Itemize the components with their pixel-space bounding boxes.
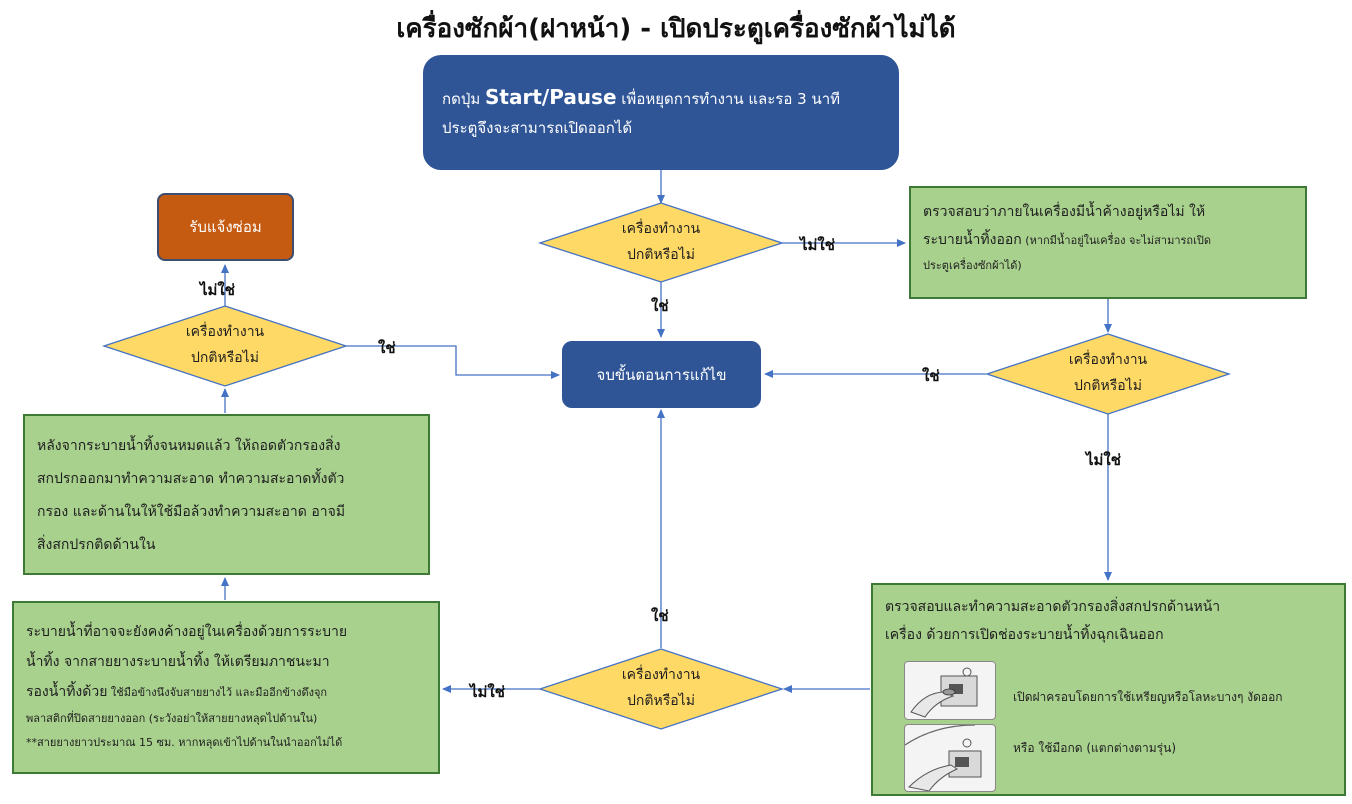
- decision-1-line1: เครื่องทำงาน: [621, 221, 701, 237]
- after-drain-line3: กรอง และด้านในให้ใช้มือล้วงทำความสะอาด อ…: [37, 504, 346, 520]
- decision-1-shape: [537, 202, 785, 283]
- decision-2: เครื่องทำงาน ปกติหรือไม่: [1023, 347, 1193, 399]
- clean-filter-caption-1: เปิดฝาครอบโดยการใช้เหรียญหรือโลหะบางๆ งั…: [1013, 690, 1283, 704]
- clean-filter-caption-2: หรือ ใช้มือกด (แตกต่างตามรุ่น): [1013, 741, 1177, 755]
- clean-filter-line2: เครื่อง ด้วยการเปิดช่องระบายน้ำทิ้งฉุกเฉ…: [885, 627, 1164, 643]
- drain-hose-line3b: ใช้มือข้างนึงจับสายยางไว้ และมืออีกข้างด…: [107, 686, 328, 699]
- after-drain-line1: หลังจากระบายน้ำทิ้งจนหมดแล้ว ให้ถอดตัวกร…: [37, 438, 341, 454]
- decision-1: เครื่องทำงาน ปกติหรือไม่: [576, 216, 746, 268]
- decision-1-line2: ปกติหรือไม่: [627, 247, 695, 263]
- label-yes-decision1: ใช่: [651, 297, 669, 315]
- check-water-box: ตรวจสอบว่าภายในเครื่องมีน้ำค้างอยู่หรือไ…: [909, 186, 1307, 299]
- check-water-line2: ระบายน้ำทิ้งออก: [923, 232, 1022, 248]
- label-yes-decision2: ใช่: [922, 367, 940, 385]
- decision-4: เครื่องทำงาน ปกติหรือไม่: [140, 319, 310, 371]
- hand-press-icon: [904, 724, 982, 792]
- label-no-decision3: ไม่ใช่: [470, 683, 505, 701]
- label-yes-decision3: ใช่: [651, 607, 669, 625]
- drain-hose-line1: ระบายน้ำที่อาจจะยังคงค้างอยู่ในเครื่องด้…: [26, 624, 348, 640]
- start-step-line1-rest: เพื่อหยุดการทำงาน และรอ 3 นาที: [616, 90, 841, 108]
- decision-3: เครื่องทำงาน ปกติหรือไม่: [576, 662, 746, 714]
- decision-4-shape: [101, 305, 349, 387]
- arrow-decision4-to-end: [346, 345, 560, 379]
- label-no-decision4: ไม่ใช่: [200, 281, 235, 299]
- label-no-decision1: ไม่ใช่: [800, 236, 835, 254]
- decision-3-shape: [537, 648, 785, 730]
- repair-request-box: รับแจ้งซ่อม: [157, 193, 294, 261]
- end-step-box: จบขั้นตอนการแก้ไข: [562, 341, 761, 408]
- coin-pry-icon: [910, 667, 978, 718]
- decision-4-line2: ปกติหรือไม่: [191, 350, 259, 366]
- after-drain-line4: สิ่งสกปรกติดด้านใน: [37, 537, 156, 553]
- drain-hose-box: ระบายน้ำที่อาจจะยังคงค้างอยู่ในเครื่องด้…: [12, 601, 440, 774]
- decision-4-line1: เครื่องทำงาน: [185, 324, 265, 340]
- hand-press-cover-illustration: [904, 724, 996, 792]
- decision-3-line1: เครื่องทำงาน: [621, 667, 701, 683]
- drain-hose-line4: พลาสติกที่ปิดสายยางออก (ระวังอย่าให้สายย…: [26, 712, 318, 725]
- decision-2-line2: ปกติหรือไม่: [1074, 378, 1142, 394]
- coin-pry-cover-illustration: [904, 661, 996, 720]
- label-yes-decision4: ใช่: [378, 339, 396, 357]
- drain-hose-line2: น้ำทิ้ง จากสายยางระบายน้ำทิ้ง ให้เตรียมภ…: [26, 654, 330, 670]
- clean-filter-line1: ตรวจสอบและทำความสะอาดตัวกรองสิ่งสกปรกด้า…: [885, 599, 1221, 615]
- check-water-line2-note: (หากมีน้ำอยู่ในเครื่อง จะไม่สามารถเปิด: [1021, 234, 1211, 247]
- after-drain-box: หลังจากระบายน้ำทิ้งจนหมดแล้ว ให้ถอดตัวกร…: [23, 414, 430, 575]
- check-water-line3: ประตูเครื่องซักผ้าได้): [923, 259, 1022, 272]
- start-step-prefix: กดปุ่ม: [442, 90, 486, 108]
- after-drain-line2: สกปรกออกมาทำความสะอาด ทำความสะอาดทั้งตัว: [37, 471, 345, 487]
- decision-3-line2: ปกติหรือไม่: [627, 693, 695, 709]
- decision-2-shape: [984, 333, 1232, 415]
- drain-hose-line5: **สายยางยาวประมาณ 15 ซม. หากหลุดเข้าไปด้…: [26, 736, 343, 749]
- check-water-line1: ตรวจสอบว่าภายในเครื่องมีน้ำค้างอยู่หรือไ…: [923, 204, 1206, 220]
- decision-2-line1: เครื่องทำงาน: [1068, 352, 1148, 368]
- page-title: เครื่องซักผ้า(ฝาหน้า) - เปิดประตูเครื่อง…: [396, 14, 956, 44]
- repair-request-label: รับแจ้งซ่อม: [189, 218, 262, 236]
- end-step-label: จบขั้นตอนการแก้ไข: [596, 365, 727, 384]
- start-step-line2: ประตูจึงจะสามารถเปิดออกได้: [442, 119, 633, 137]
- label-no-decision2: ไม่ใช่: [1086, 451, 1121, 469]
- drain-hose-line3a: รองน้ำทิ้งด้วย: [26, 684, 108, 700]
- start-step-box: กดปุ่ม Start/Pause เพื่อหยุดการทำงาน และ…: [423, 55, 899, 170]
- start-pause-button-label: Start/Pause: [485, 85, 617, 109]
